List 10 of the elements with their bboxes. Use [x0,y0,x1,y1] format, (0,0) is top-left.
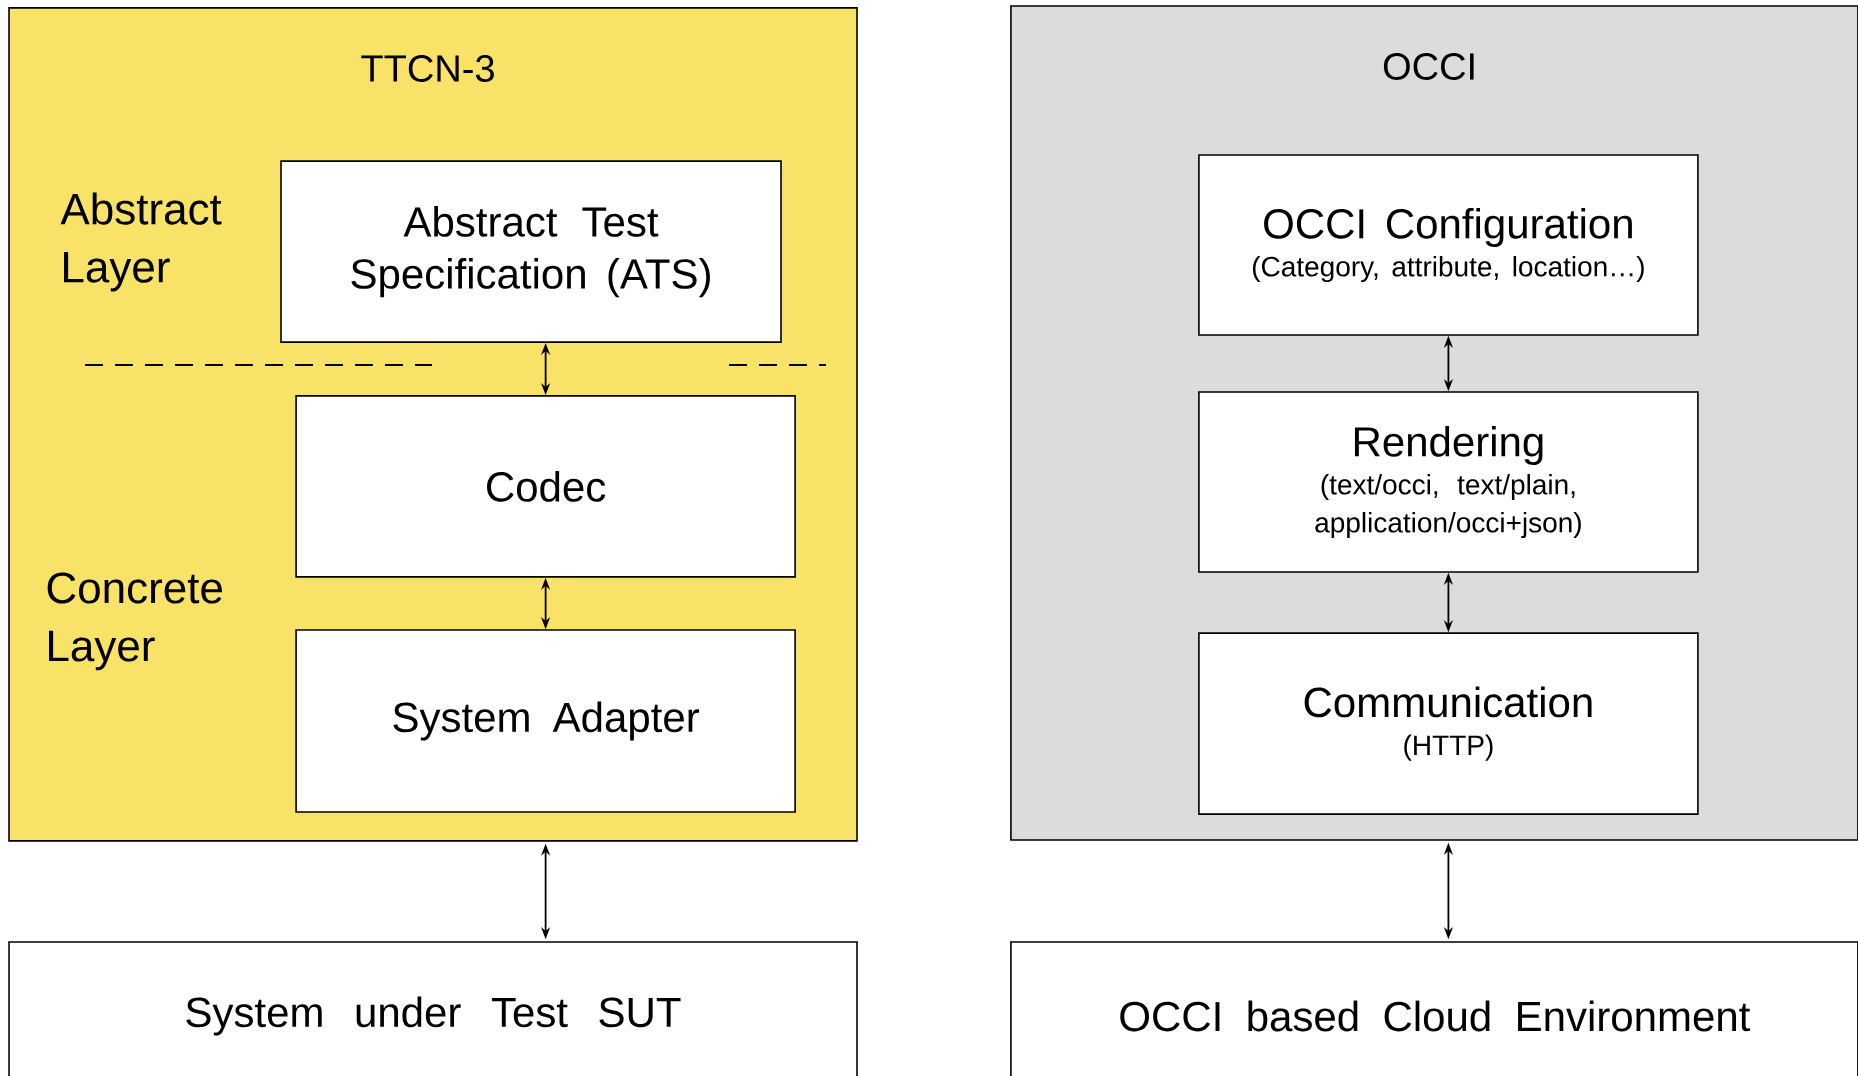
layer-box: System Adapter [295,629,796,813]
layer-box: Abstract Test Specification (ATS) [280,160,782,343]
layer-label: Concrete Layer [47,572,222,671]
system-box: OCCI based Cloud Environment [1010,941,1858,1076]
layer-label: Abstract Layer [60,192,222,292]
layer-box: Communication (HTTP) [1198,632,1699,815]
layer-box: Rendering (text/occi, text/plain, application/occi+json) [1198,391,1699,573]
layer-box: OCCI Configuration (Category, attribute, location…) [1198,154,1699,336]
system-box: System under Test SUT [8,941,858,1076]
layer-box: Codec [295,395,796,578]
